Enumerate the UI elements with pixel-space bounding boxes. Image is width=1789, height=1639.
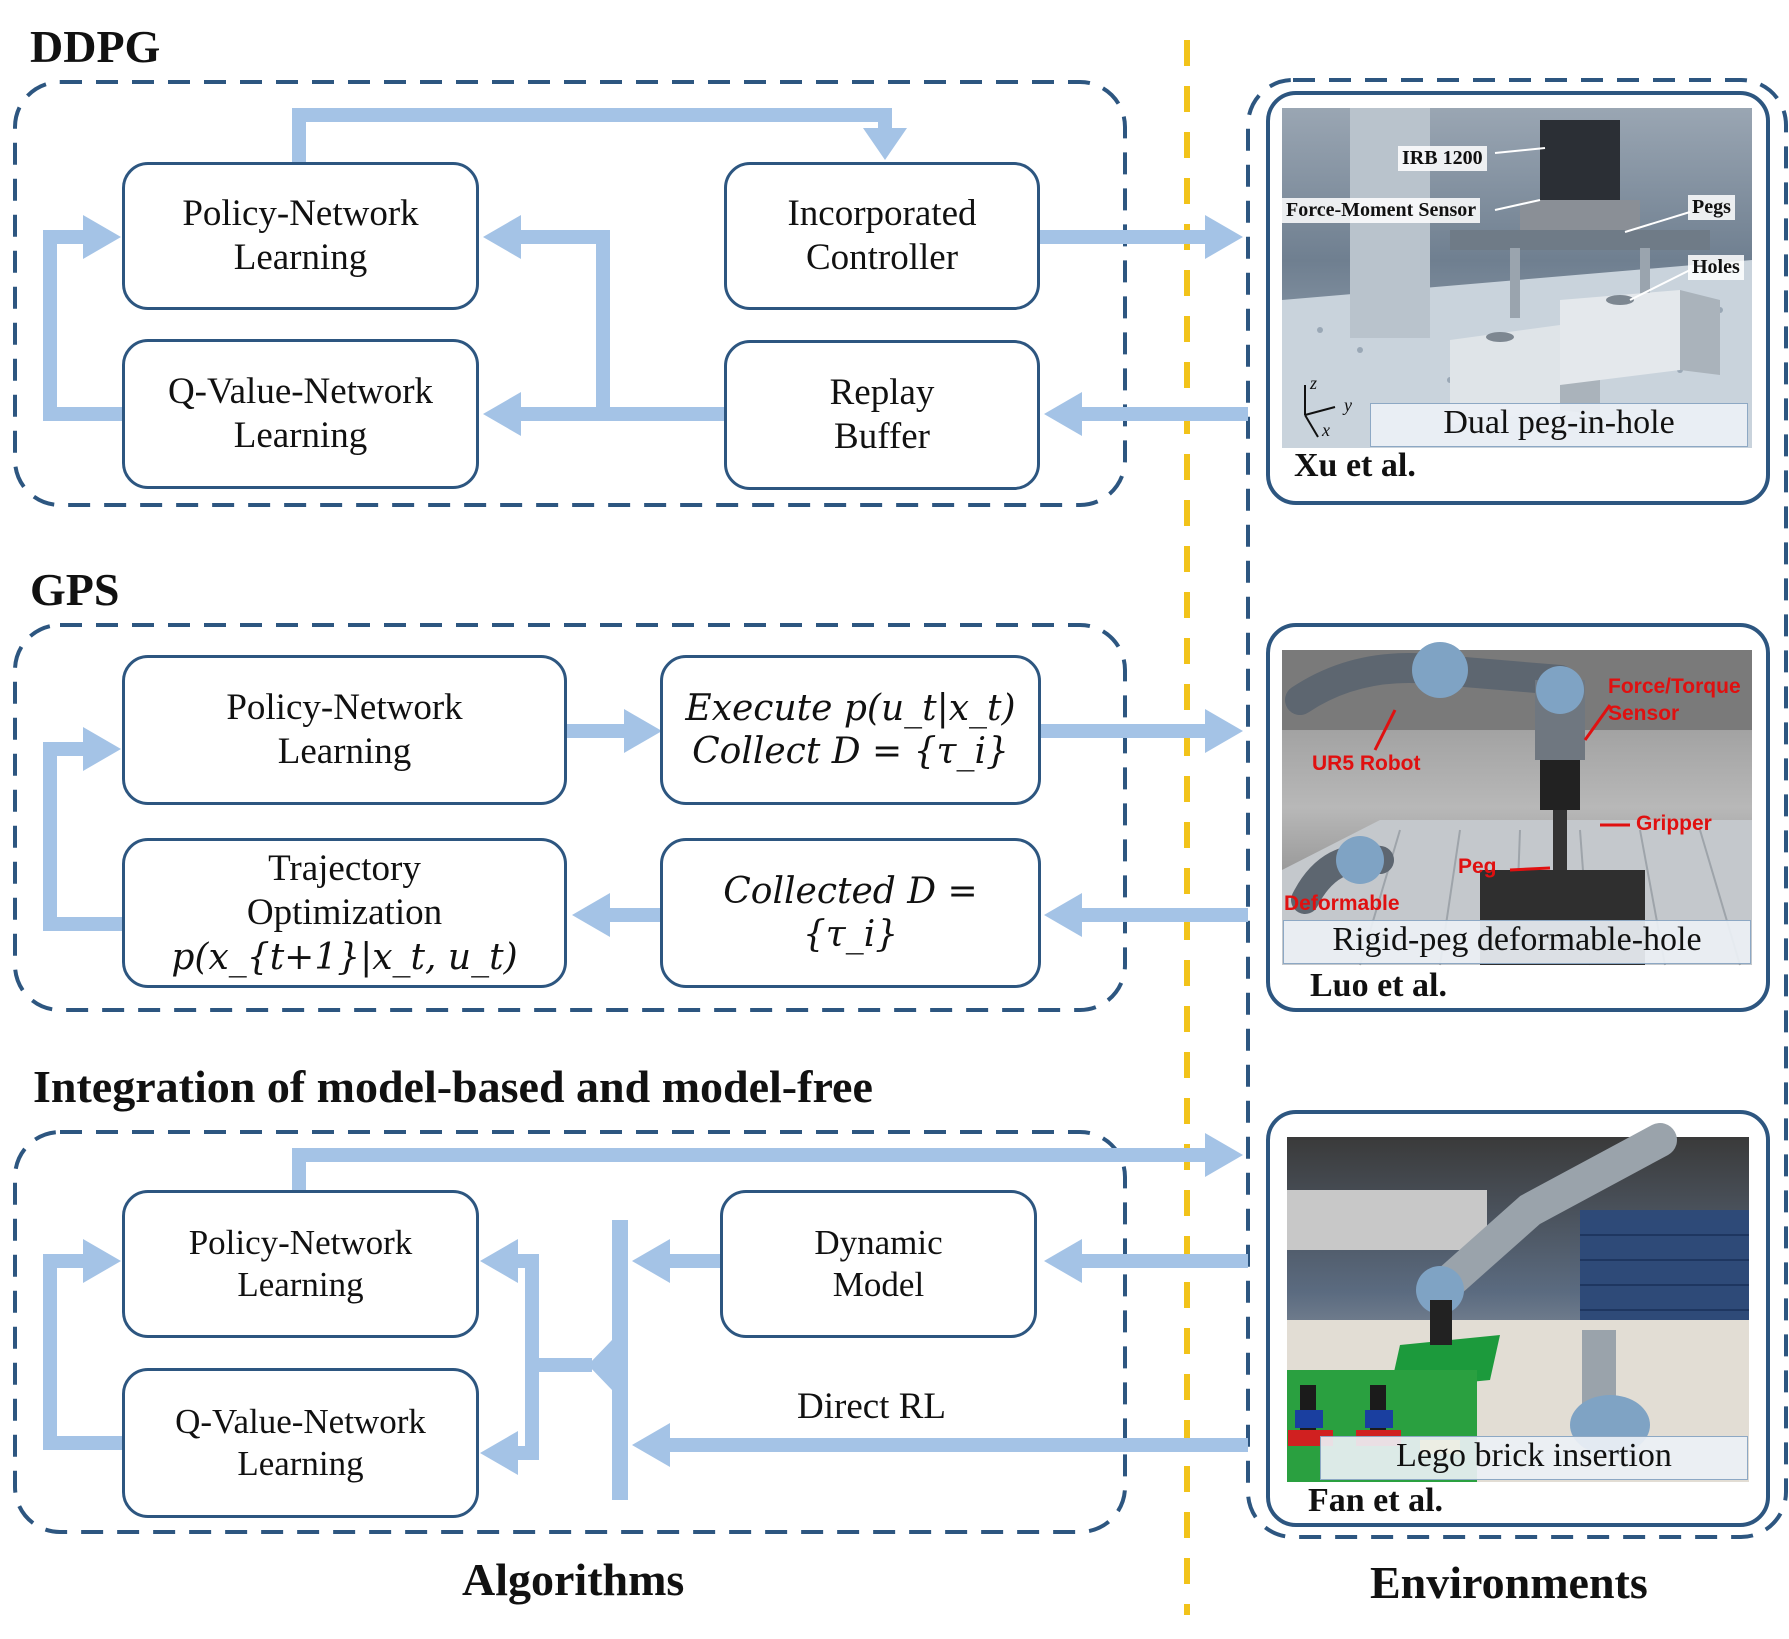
ddpg-policy-line-2: Learning (233, 237, 368, 278)
luo-author: Luo et al. (1310, 967, 1447, 1004)
ddpg-controller-line-2: Controller (805, 237, 959, 278)
gps-execute-box: Execute p(u_t|x_t) Collect D = {τ_i} (660, 655, 1041, 805)
environments-container (1246, 78, 1788, 1539)
xu-axis-y: y (1344, 395, 1352, 415)
xu-pegs-label: Pegs (1688, 195, 1735, 220)
int-dynamic-line-1: Dynamic (814, 1223, 943, 1262)
luo-robot-label: UR5 Robot (1312, 752, 1421, 775)
gps-execute-line-2: Collect D = {τ_i} (692, 731, 1009, 772)
xu-holes-label: Holes (1688, 255, 1744, 280)
gps-traj-line-2: Optimization (246, 892, 443, 934)
ddpg-buffer-line-2: Buffer (834, 416, 930, 457)
gps-policy-line-1: Policy-Network (226, 686, 463, 728)
gps-container (13, 623, 1127, 1012)
int-q-value-network-box: Q-Value-Network Learning (122, 1368, 479, 1518)
ddpg-policy-network-box: Policy-Network Learning (122, 162, 479, 310)
luo-peg-label: Peg (1458, 855, 1497, 878)
xu-robot-label: IRB 1200 (1398, 146, 1487, 171)
integration-title: Integration of model-based and model-fre… (33, 1061, 873, 1112)
gps-traj-line-1: Trajectory (268, 848, 421, 890)
ddpg-replay-buffer-box: Replay Buffer (724, 340, 1040, 490)
environments-label: Environments (1370, 1557, 1648, 1608)
algorithms-label: Algorithms (462, 1554, 685, 1605)
gps-policy-network-box: Policy-Network Learning (122, 655, 567, 805)
int-dynamic-line-2: Model (832, 1265, 925, 1304)
gps-collected-box: Collected D = {τ_i} (660, 838, 1041, 988)
int-dynamic-model-box: Dynamic Model (720, 1190, 1037, 1338)
fan-caption: Lego brick insertion (1320, 1436, 1748, 1480)
int-q-line-2: Learning (237, 1444, 364, 1483)
ddpg-container (13, 80, 1127, 507)
ddpg-q-line-2: Learning (233, 415, 368, 456)
luo-sensor-label-2: Sensor (1608, 702, 1680, 725)
int-policy-line-2: Learning (237, 1265, 364, 1304)
xu-author: Xu et al. (1294, 447, 1416, 484)
ddpg-q-value-network-box: Q-Value-Network Learning (122, 339, 479, 489)
gps-trajectory-optimization-box: Trajectory Optimization p(x_{t+1}|x_t, u… (122, 838, 567, 988)
gps-traj-line-3: p(x_{t+1}|x_t, u_t) (171, 936, 518, 978)
xu-caption: Dual peg-in-hole (1370, 403, 1748, 447)
int-q-line-1: Q-Value-Network (175, 1402, 426, 1441)
direct-rl-label: Direct RL (797, 1386, 946, 1427)
ddpg-policy-line-1: Policy-Network (182, 192, 419, 234)
gps-collected-line-2: {τ_i} (802, 914, 899, 955)
gps-policy-line-2: Learning (277, 731, 412, 772)
ddpg-controller-box: Incorporated Controller (724, 162, 1040, 310)
ddpg-q-line-1: Q-Value-Network (167, 370, 434, 412)
fan-author: Fan et al. (1308, 1482, 1444, 1519)
arrows-group (43, 108, 1248, 1500)
luo-sensor-label-1: Force/Torque (1608, 675, 1741, 698)
ddpg-controller-line-1: Incorporated (787, 192, 977, 234)
gps-title: GPS (30, 564, 120, 615)
xu-axis-x: x (1322, 420, 1330, 440)
luo-deformable-label: Deformable (1284, 892, 1400, 915)
ddpg-title: DDPG (30, 21, 161, 72)
integration-container (13, 1130, 1127, 1534)
fan-photo (1287, 1123, 1749, 1482)
luo-caption: Rigid-peg deformable-hole (1283, 920, 1751, 964)
xu-sensor-label: Force-Moment Sensor (1282, 198, 1481, 223)
luo-gripper-label: Gripper (1636, 812, 1712, 835)
gps-collected-line-1: Collected D = (723, 870, 978, 912)
gps-execute-line-1: Execute p(u_t|x_t) (685, 687, 1016, 729)
int-policy-line-1: Policy-Network (188, 1223, 413, 1262)
xu-axis-z: z (1310, 373, 1318, 393)
int-policy-network-box: Policy-Network Learning (122, 1190, 479, 1338)
ddpg-buffer-line-1: Replay (829, 371, 935, 413)
xu-photo (1282, 108, 1752, 448)
